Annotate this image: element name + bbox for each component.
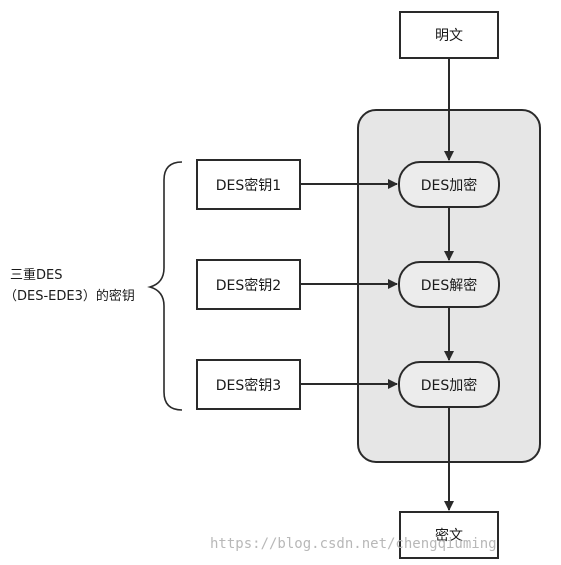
key1-box: DES密钥1 [196, 159, 301, 210]
op1-label: DES加密 [420, 177, 478, 194]
ciphertext-label: 密文 [435, 528, 463, 544]
key3-label: DES密钥3 [215, 377, 282, 394]
brace-label-line1: 三重DES [10, 268, 63, 283]
plaintext-label: 明文 [435, 28, 463, 44]
brace-label-line2: （DES-EDE3）的密钥 [4, 289, 135, 304]
key2-label: DES密钥2 [215, 277, 282, 294]
op2-decrypt-node: DES解密 [398, 261, 500, 308]
op3-encrypt-node: DES加密 [398, 361, 500, 408]
key-brace [147, 161, 183, 411]
ciphertext-box: 密文 [399, 511, 499, 559]
op3-label: DES加密 [420, 377, 478, 394]
key2-box: DES密钥2 [196, 259, 301, 310]
key3-box: DES密钥3 [196, 359, 301, 410]
op2-label: DES解密 [420, 277, 478, 294]
watermark-text: https://blog.csdn.net/chengqiuming [210, 536, 497, 552]
key1-label: DES密钥1 [215, 177, 282, 194]
plaintext-box: 明文 [399, 11, 499, 59]
op1-encrypt-node: DES加密 [398, 161, 500, 208]
